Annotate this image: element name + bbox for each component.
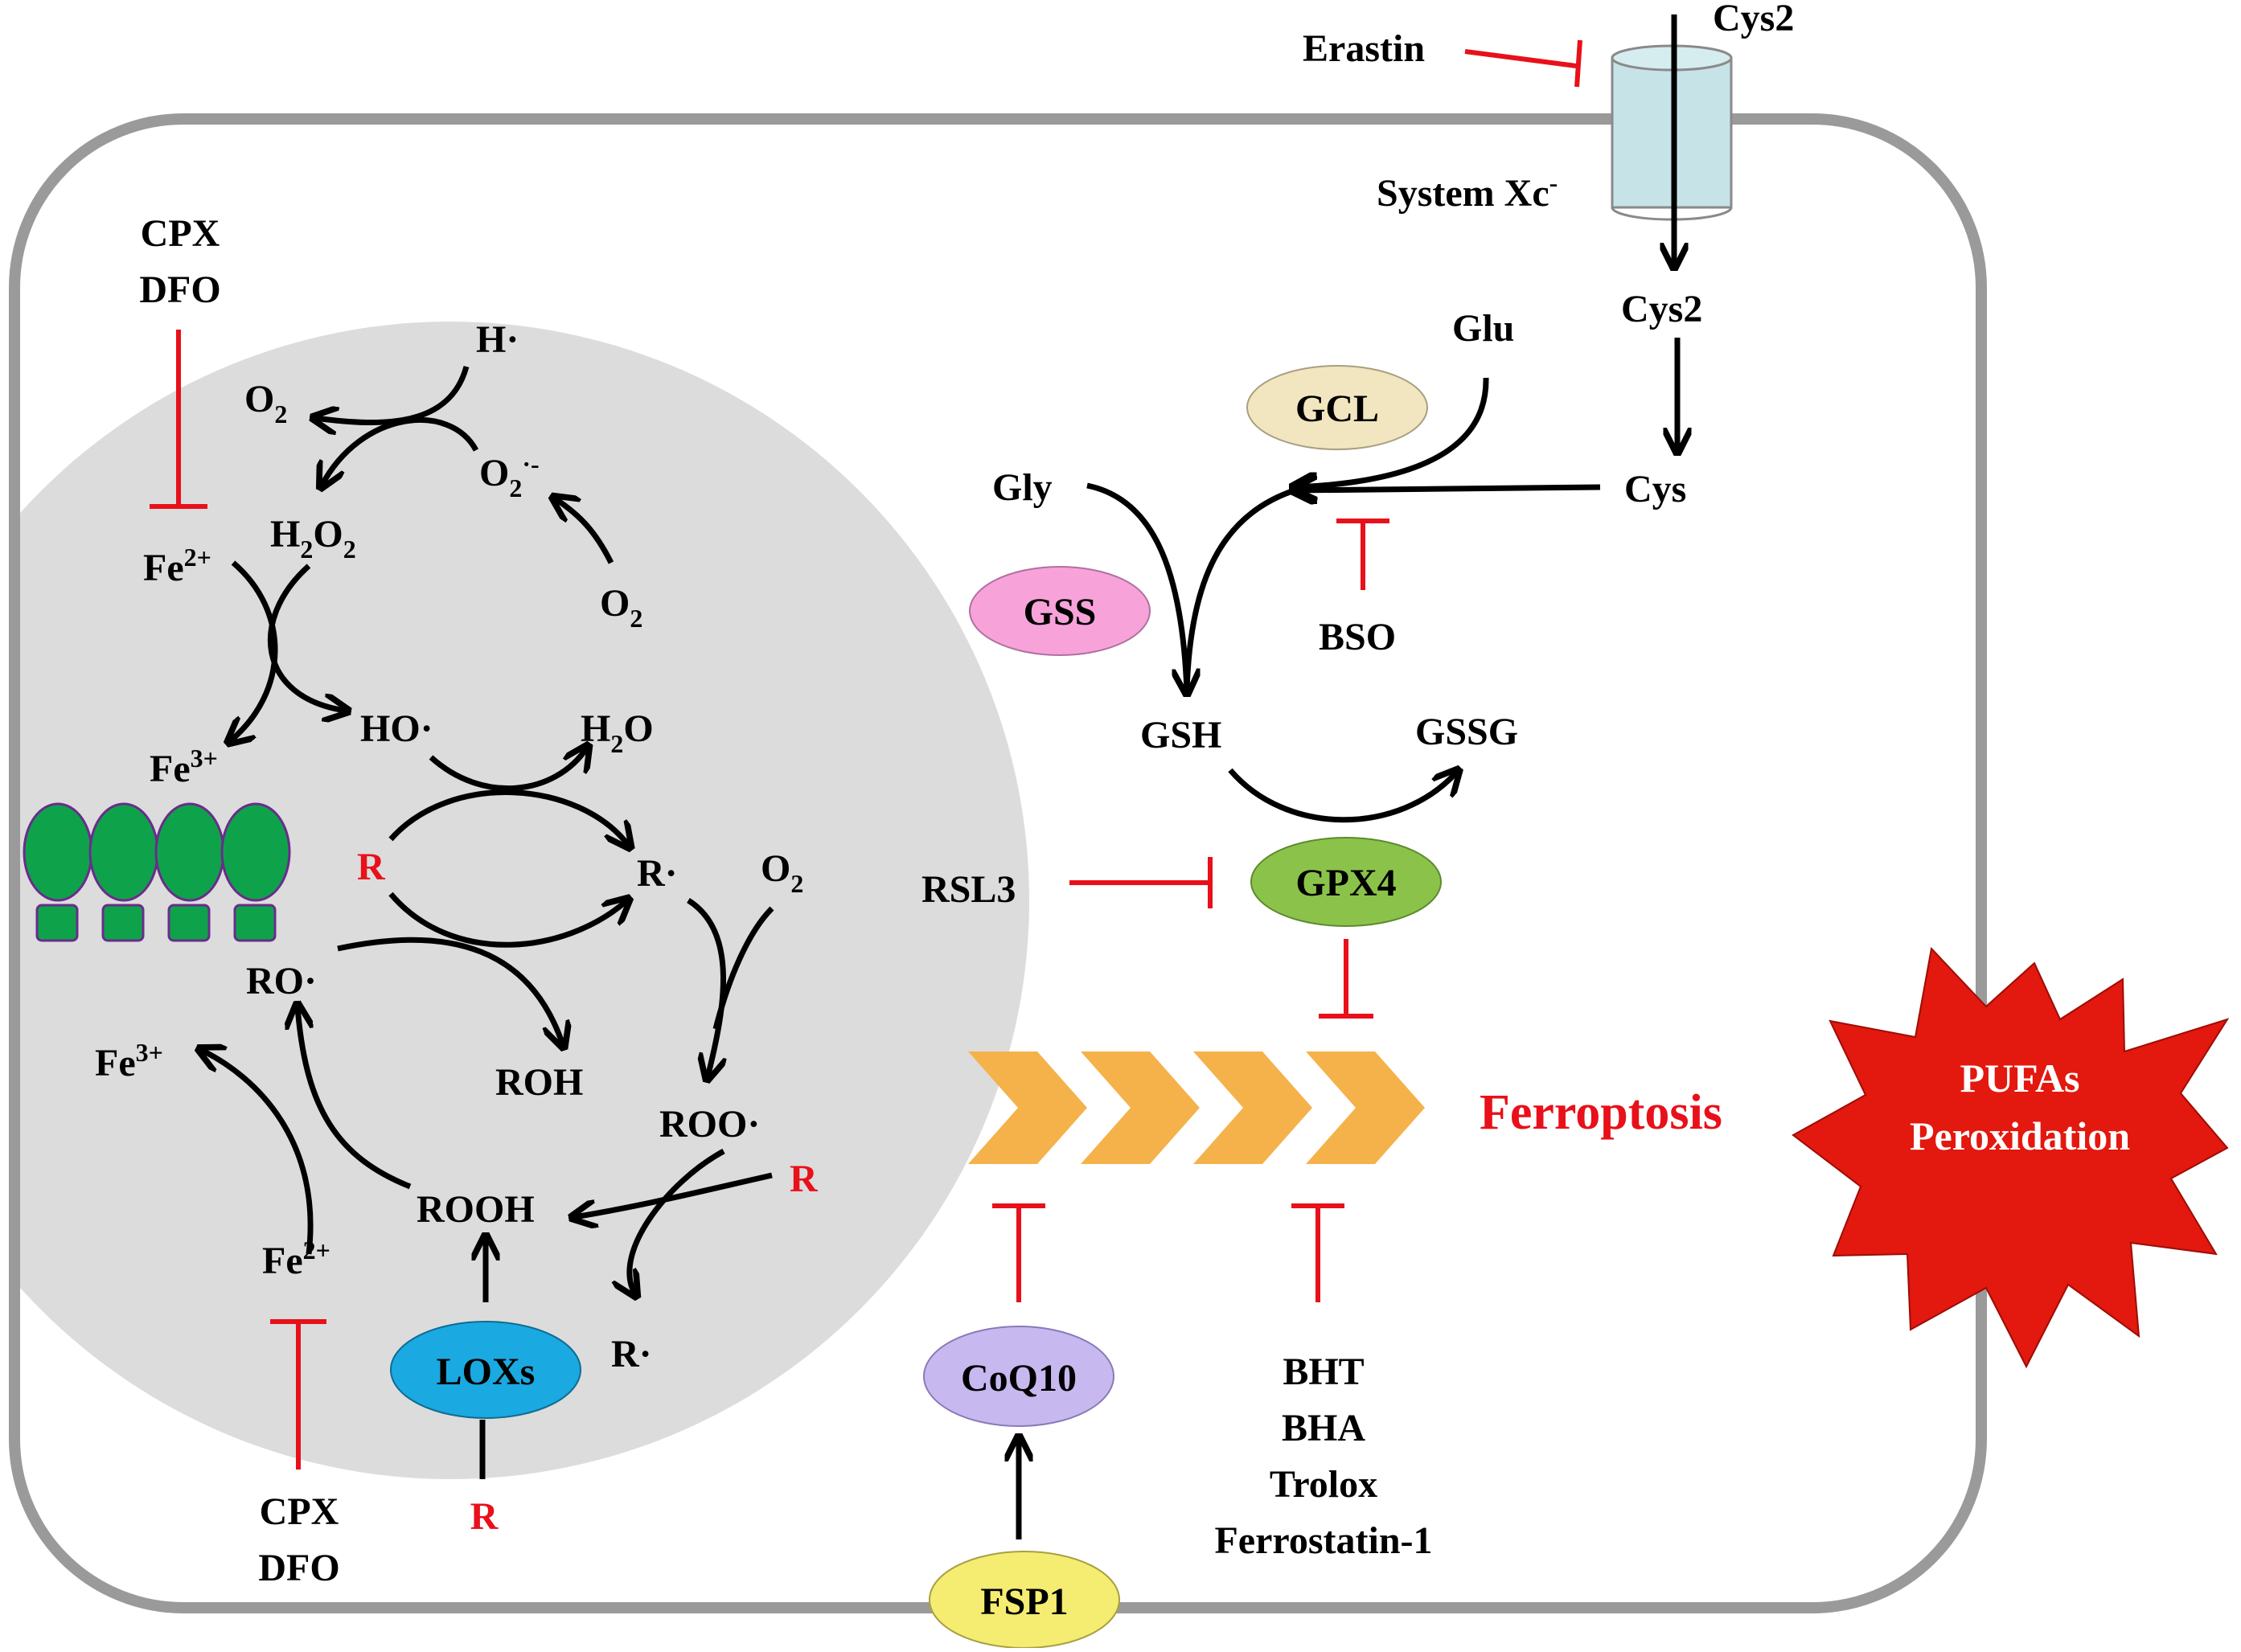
cys2-outside-label: Cys2 [1713,0,1794,39]
coq10-inhibition-bar-icon [992,1203,1045,1302]
h-radical-label: H· [476,318,519,361]
burst-star-icon [1792,946,2230,1369]
star-line2: Peroxidation [1910,1113,2130,1158]
ferroptosis-label: Ferroptosis [1480,1085,1722,1140]
h2o2-to-ho-arrow [268,564,346,711]
rooh-label: ROOH [417,1188,535,1231]
cys-to-gcl-arrow [1295,487,1601,490]
r-to-r-radical-arrow [388,789,629,846]
fe2-top-label: Fe2+ [143,543,211,589]
o2-a-label: O2 [244,378,287,428]
antioxidant-1: BHT [1283,1351,1364,1393]
r-red-2-label: R [790,1158,819,1200]
ferroptosis-chevron-arrow [968,1051,1425,1164]
ro-to-roh-arrow [337,937,563,1045]
antioxidant-4: Ferrostatin-1 [1214,1519,1432,1562]
coq10-molecule [923,1326,1114,1427]
erastin-label: Erastin [1303,27,1425,70]
fe3-top-label: Fe3+ [150,744,218,790]
coq10-label: CoQ10 [961,1357,1077,1400]
r-radical-to-roo-arrow [687,898,724,1077]
antioxidant-inhibition-bar-icon [1291,1203,1344,1302]
ro-radical-label: RO· [246,960,317,1002]
bso-label: BSO [1319,616,1396,658]
roh-label: ROH [495,1061,583,1104]
o2-lipid-label: O2 [761,847,803,898]
gssg-label: GSSG [1415,711,1518,753]
roo-radical-label: ROO· [659,1103,760,1146]
glu-to-gcl-arrow [1295,377,1489,487]
cys-label: Cys [1624,468,1686,510]
chelator-top-2: DFO [139,269,220,311]
r-red-3-label: R [470,1495,499,1538]
chevron-icon [968,1051,1087,1164]
superoxide-label: O2·- [479,449,540,502]
mitochondria-icon [23,802,291,942]
fe3-left-label: Fe3+ [95,1038,163,1084]
r-radical-2-label: R· [611,1333,652,1375]
roo-to-rooh-arrow [574,1172,773,1217]
h2o2-label: H2O2 [270,513,356,564]
chelator-bottom-2: DFO [258,1547,339,1589]
chevron-icon [1306,1051,1425,1164]
cys2-inside-label: Cys2 [1621,288,1702,330]
gcl-product-to-gsh-arrow [1184,487,1296,692]
superoxide-to-h2o2-arrow [322,416,479,486]
ho-radical-label: HO· [360,707,433,750]
gpx4-inhibition-bar-icon [1319,939,1373,1019]
gss-label: GSS [1024,591,1097,633]
chevron-icon [1081,1051,1200,1164]
gly-label: Gly [992,466,1053,509]
o2-b-label: O2 [600,582,642,633]
r-red-1-label: R [357,846,386,888]
antioxidant-2: BHA [1282,1407,1365,1449]
rooh-to-ro-arrow [298,1006,412,1190]
chelator-bottom-inhibition-bar-icon [270,1319,326,1470]
rsl3-label: RSL3 [921,868,1016,911]
chelator-top-inhibition-bar-icon [150,330,207,509]
antioxidant-3: Trolox [1270,1463,1377,1506]
gsh-to-gssg-arrow [1228,770,1457,823]
fe2-to-fe3-left-arrow [201,1050,314,1255]
nucleus-region [14,322,1029,1479]
rsl3-inhibition-bar-icon [1069,857,1213,908]
bso-inhibition-bar-icon [1336,519,1389,590]
gly-to-gsh-arrow [1086,482,1187,691]
erastin-inhibition-bar-icon [1464,39,1582,88]
gcl-label: GCL [1295,387,1379,430]
fe2-to-fe3-arrow [230,560,278,741]
loxs-label: LOXs [437,1351,536,1393]
gss-enzyme [969,566,1151,656]
chelator-top-1: CPX [141,212,220,255]
star-line1: PUFAs [1960,1056,2079,1101]
o2-to-roo-merge [712,906,774,1030]
gcl-enzyme [1246,365,1428,450]
gpx4-enzyme [1250,837,1442,927]
loxs-enzyme [390,1321,581,1419]
o2-to-superoxide-arrow [555,498,614,564]
chelator-bottom-1: CPX [260,1490,339,1533]
chevron-icon [1193,1051,1312,1164]
r-plus-ro-arrow [388,894,627,948]
glu-label: Glu [1452,307,1514,350]
gpx4-label: GPX4 [1295,862,1396,904]
r-radical-1-label: R· [637,852,678,895]
h2o-label: H2O [581,707,654,758]
system-xc-label: System Xc- [1377,168,1558,215]
roo-to-r-radical-arrow [630,1148,725,1294]
ho-to-h2o-arrow [429,748,587,792]
fe2-bottom-label: Fe2+ [262,1236,330,1282]
gsh-label: GSH [1140,714,1221,756]
fsp1-label: FSP1 [980,1580,1068,1623]
